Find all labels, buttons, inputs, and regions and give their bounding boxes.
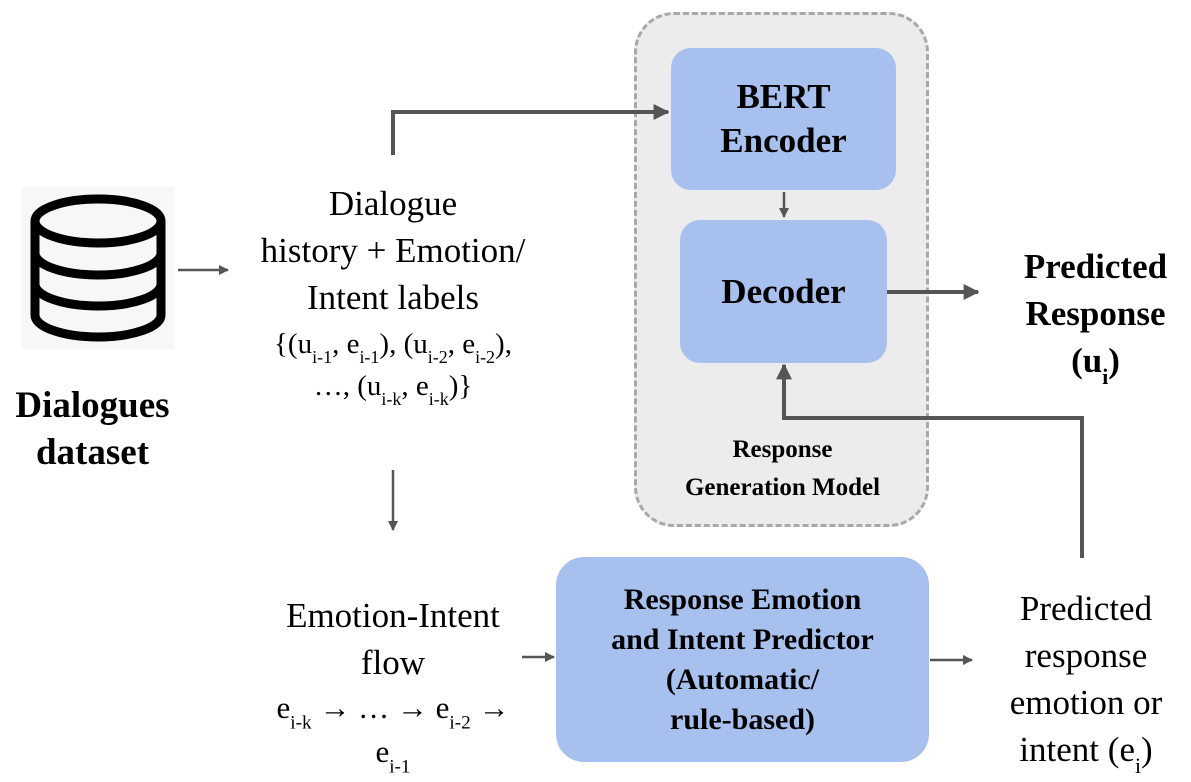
output-line3: (ui) xyxy=(1071,341,1120,389)
ei-line1: Predicted xyxy=(1019,589,1153,628)
group-title-line1: Response xyxy=(732,436,833,463)
subscript: i-1 xyxy=(389,756,411,778)
database-icon xyxy=(22,187,174,349)
history-line2: history + Emotion/ xyxy=(260,231,526,270)
subscript: i xyxy=(1102,364,1109,389)
decoder-box: Decoder xyxy=(680,220,887,363)
predictor-line3: (Automatic/ xyxy=(665,662,820,696)
predictor-line4: rule-based) xyxy=(670,702,815,736)
group-title-line2: Generation Model xyxy=(684,474,881,501)
predictor-line1: Response Emotion xyxy=(623,582,862,616)
emotion-intent-flow-text: Emotion-Intent flow xyxy=(228,592,558,686)
ei-line3: emotion or xyxy=(1009,683,1163,722)
emotion-intent-sequence: ei-k → … → ei-2 → ei-1 xyxy=(228,686,558,778)
dataset-label-line1: Dialogues xyxy=(15,385,170,426)
predicted-response-text: Predicted Response (ui) xyxy=(1000,243,1191,389)
flow-line2: flow xyxy=(360,643,426,682)
decoder-label: Decoder xyxy=(721,271,846,311)
subscript: i-k xyxy=(428,388,449,409)
subscript: i-2 xyxy=(449,712,471,734)
subscript: i-2 xyxy=(427,346,448,367)
flow-line4: ei-1 xyxy=(375,734,411,778)
emotion-intent-predictor-box: Response Emotion and Intent Predictor (A… xyxy=(556,557,929,762)
dialogue-history-text: Dialogue history + Emotion/ Intent label… xyxy=(228,180,558,321)
history-set-line2: …, (ui-k, ei-k)} xyxy=(313,370,473,409)
subscript: i xyxy=(1134,753,1142,778)
subscript: i-2 xyxy=(475,346,496,367)
subscript: i-k xyxy=(381,388,402,409)
encoder-line2: Encoder xyxy=(720,121,847,160)
ei-line2: response xyxy=(1024,636,1148,675)
ei-line4: intent (ei) xyxy=(1019,730,1153,778)
flow-line3: ei-k → … → ei-2 → xyxy=(276,690,510,734)
arrow-history-to-encoder xyxy=(391,104,670,155)
dataset-label: Dialogues dataset xyxy=(0,382,185,476)
flow-line1: Emotion-Intent xyxy=(286,596,500,635)
history-line3: Intent labels xyxy=(306,278,480,317)
output-line2: Response xyxy=(1025,294,1166,333)
arrow-ei-to-decoder xyxy=(776,363,1084,558)
encoder-line1: BERT xyxy=(736,77,831,116)
bert-encoder-box: BERT Encoder xyxy=(671,48,896,190)
dataset-label-line2: dataset xyxy=(35,432,150,473)
group-title: Response Generation Model xyxy=(640,431,925,507)
predicted-emotion-intent-text: Predicted response emotion or intent (ei… xyxy=(981,585,1191,778)
output-line1: Predicted xyxy=(1023,247,1168,286)
subscript: i-1 xyxy=(312,346,333,367)
history-line1: Dialogue xyxy=(328,184,458,223)
subscript: i-k xyxy=(290,712,312,734)
predictor-line2: and Intent Predictor xyxy=(611,622,874,656)
history-set-line1: {(ui-1, ei-1), (ui-2, ei-2), xyxy=(274,328,512,367)
history-tuple-set: {(ui-1, ei-1), (ui-2, ei-2), …, (ui-k, e… xyxy=(218,323,568,409)
subscript: i-1 xyxy=(359,346,380,367)
